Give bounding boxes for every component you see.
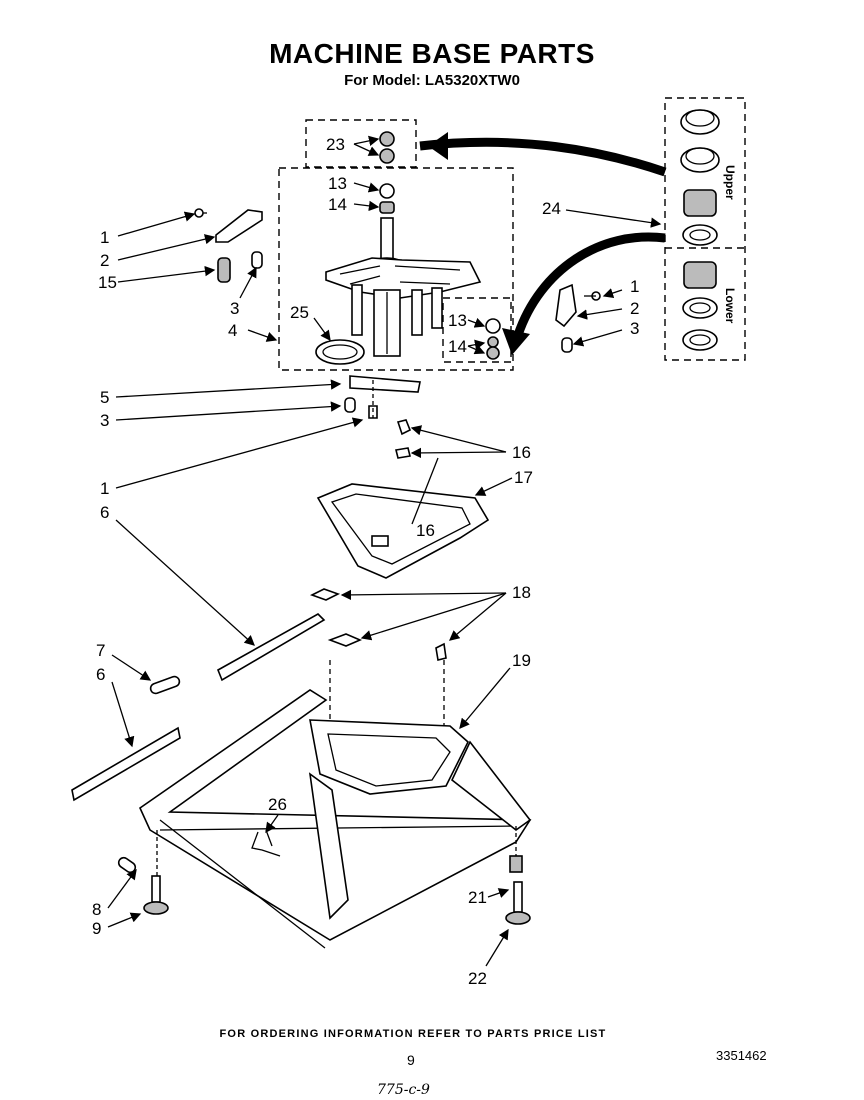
top-parts-box: [305, 119, 417, 168]
shaft-cap-parts: [379, 131, 395, 214]
callout-7: 7: [96, 641, 105, 660]
upper-curved-arrow: [419, 137, 667, 177]
callout-8: 8: [92, 900, 101, 919]
callout-6-lower: 6: [96, 665, 105, 684]
callout-16: 16: [512, 443, 531, 462]
bearing-ring-part: [680, 109, 720, 351]
shaft-bracket-parts: [344, 375, 421, 419]
gearcase-assembly: [325, 217, 482, 357]
callout-3: 3: [230, 299, 239, 318]
callout-1-right: 1: [630, 277, 639, 296]
side-bushing-parts: [485, 318, 501, 360]
handwritten-note: 775-c-9: [377, 1082, 430, 1098]
seal-ring-part: [315, 339, 365, 365]
tub-support-frame: [316, 419, 490, 579]
callout-3-lower: 3: [100, 411, 109, 430]
callout-26: 26: [268, 795, 287, 814]
upper-rail-part: [216, 613, 326, 682]
callout-1: 1: [100, 228, 109, 247]
callout-2-right: 2: [630, 299, 639, 318]
right-bracket-parts: [555, 283, 601, 353]
callout-24: 24: [542, 199, 561, 218]
callout-5: 5: [100, 388, 109, 407]
left-bracket-parts: [194, 208, 263, 283]
callout-numbers: 23 13 14 24 1 2 15 3 4 25 1 2 3 13 14 5 …: [92, 135, 639, 988]
machine-base-frame: [138, 660, 532, 949]
callout-22: 22: [468, 969, 487, 988]
callout-25: 25: [290, 303, 309, 322]
gearcase-box: [278, 167, 514, 371]
callout-23: 23: [326, 135, 345, 154]
callout-14: 14: [328, 195, 347, 214]
callout-2: 2: [100, 251, 109, 270]
callout-13-right: 13: [448, 311, 467, 330]
callout-15: 15: [98, 273, 117, 292]
pin-part: [149, 675, 181, 695]
callout-16-frame: 16: [416, 521, 435, 540]
callout-17: 17: [514, 468, 533, 487]
lower-curved-arrow: [513, 232, 666, 337]
callout-21: 21: [468, 888, 487, 907]
callout-19: 19: [512, 651, 531, 670]
upper-arrow-head: [428, 132, 448, 160]
page-title: MACHINE BASE PARTS: [269, 38, 595, 69]
callout-14-right: 14: [448, 337, 467, 356]
callout-1-lower: 1: [100, 479, 109, 498]
lower-rail-part: [71, 726, 181, 802]
inset-lower-label: Lower: [723, 288, 737, 324]
ordering-note: FOR ORDERING INFORMATION REFER TO PARTS …: [219, 1028, 607, 1040]
model-subtitle: For Model: LA5320XTW0: [344, 72, 520, 89]
callout-18: 18: [512, 583, 531, 602]
document-number: 3351462: [716, 1048, 767, 1063]
leader-lines: [107, 135, 662, 967]
callout-6: 6: [100, 503, 109, 522]
callout-3-right: 3: [630, 319, 639, 338]
lower-arrow-head: [502, 328, 530, 355]
bearing-inset-box: [664, 97, 746, 361]
callout-4: 4: [228, 321, 237, 340]
page-number: 9: [407, 1052, 415, 1068]
inset-upper-label: Upper: [723, 165, 737, 200]
clip-parts: [309, 588, 447, 661]
callout-13: 13: [328, 174, 347, 193]
callout-9: 9: [92, 919, 101, 938]
